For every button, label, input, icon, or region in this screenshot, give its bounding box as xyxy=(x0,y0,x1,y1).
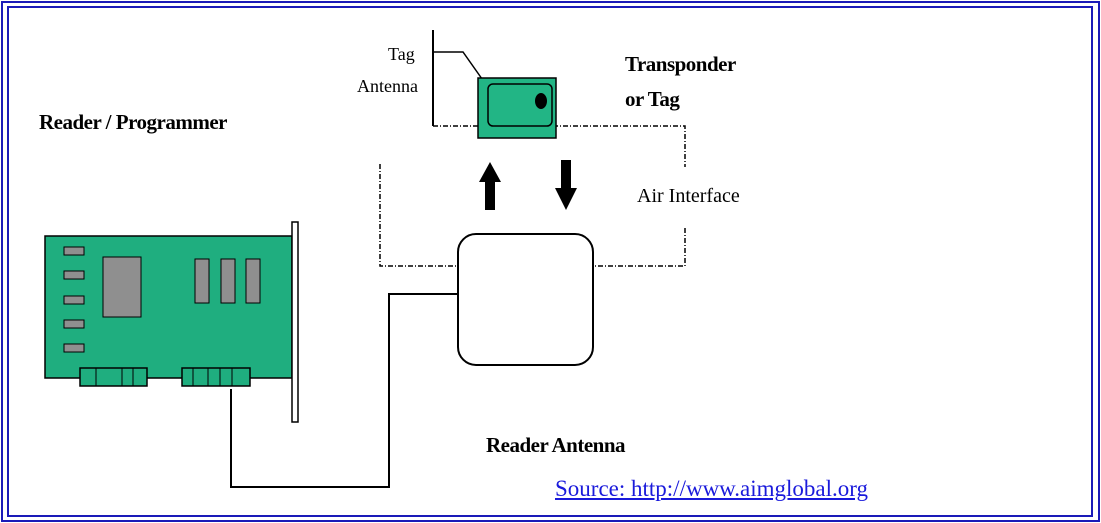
transponder-label-line2: or Tag xyxy=(625,87,680,111)
source-link[interactable]: Source: http://www.aimglobal.org xyxy=(555,476,869,501)
tag-antenna-lead xyxy=(433,51,488,87)
reader-programmer-label: Reader / Programmer xyxy=(39,110,227,134)
reader-antenna-label: Reader Antenna xyxy=(486,433,626,457)
edge-connector-right xyxy=(181,367,251,387)
arrow-up-icon xyxy=(479,162,501,210)
arrow-down-icon xyxy=(555,160,577,210)
transponder-label-line1: Transponder xyxy=(625,52,736,76)
inner-frame-border xyxy=(7,6,1093,517)
reader-antenna-box xyxy=(457,233,594,366)
board-bracket xyxy=(291,221,299,423)
tag-antenna-label-line1: Tag xyxy=(388,44,415,64)
tag-chip-dot xyxy=(535,93,547,109)
air-interface-label: Air Interface xyxy=(637,185,740,207)
antenna-cable xyxy=(230,293,458,488)
transponder-tag xyxy=(477,77,557,139)
air-interface-boundary xyxy=(433,125,686,167)
board-processor xyxy=(102,256,142,318)
reader-board xyxy=(44,221,299,423)
tag-antenna-label-line2: Antenna xyxy=(357,76,418,96)
edge-connector-left xyxy=(79,367,148,387)
